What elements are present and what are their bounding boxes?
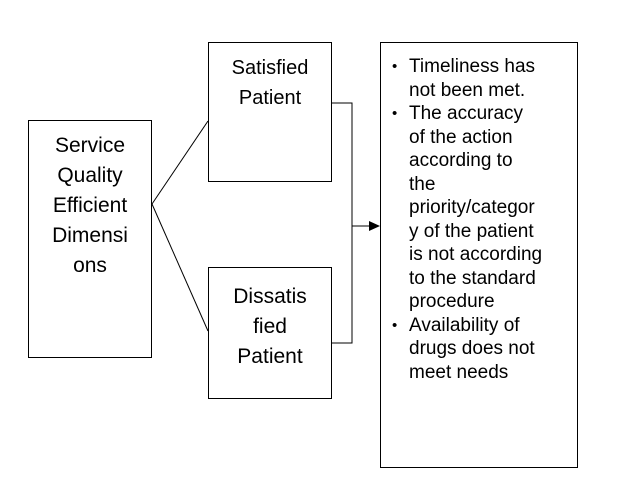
label-line: Dimensi xyxy=(52,224,128,247)
item-line: according to xyxy=(409,150,513,171)
bracket-line-satisfied xyxy=(332,102,353,226)
bullet-icon: • xyxy=(392,316,398,334)
label-line: Patient xyxy=(237,345,303,368)
label-line: Efficient xyxy=(52,194,128,217)
dissatisfied-patient-label: Dissatis fied Patient xyxy=(209,282,331,372)
findings-box: • Timeliness has not been met. • The acc… xyxy=(380,42,578,468)
item-line: y of the patient xyxy=(409,220,534,242)
label-line: Satisfied xyxy=(231,57,309,79)
item-line: procedure xyxy=(409,291,495,312)
item-line: drugs does not xyxy=(409,338,535,359)
bracket-line-dissatisfied xyxy=(332,226,353,344)
item-line: Availability of xyxy=(409,314,520,336)
label-line: fied xyxy=(253,315,287,338)
arrow-head xyxy=(369,221,380,231)
findings-list-item: • The accuracy of the action according t… xyxy=(391,102,542,314)
dissatisfied-patient-box: Dissatis fied Patient xyxy=(208,267,332,399)
item-line: meet needs xyxy=(409,361,509,383)
item-line: not been met. xyxy=(409,79,526,101)
item-line: the xyxy=(409,173,436,195)
item-line: priority/categor xyxy=(409,197,535,218)
label-line: Quality xyxy=(57,164,123,187)
label-line: Service xyxy=(54,134,126,157)
item-line: The accuracy xyxy=(409,103,524,124)
item-line: of the action xyxy=(409,126,513,148)
service-quality-dimensions-label: Service Quality Efficient Dimensi ons xyxy=(29,131,151,281)
item-line: to the standard xyxy=(409,267,536,289)
branch-line-satisfied xyxy=(151,120,209,205)
bullet-icon: • xyxy=(392,105,398,122)
findings-list-item: • Timeliness has not been met. xyxy=(391,55,542,102)
item-line: Timeliness has xyxy=(409,56,536,77)
satisfied-patient-label: Satisfied Patient xyxy=(209,53,331,113)
satisfied-patient-box: Satisfied Patient xyxy=(208,42,332,182)
bullet-icon: • xyxy=(392,58,398,75)
findings-list: • Timeliness has not been met. • The acc… xyxy=(391,55,542,384)
service-quality-dimensions-box: Service Quality Efficient Dimensi ons xyxy=(28,120,152,358)
branch-line-dissatisfied xyxy=(151,203,209,332)
label-line: ons xyxy=(73,254,107,277)
label-line: Patient xyxy=(238,87,302,109)
label-line: Dissatis xyxy=(233,285,307,308)
item-line: is not according xyxy=(409,244,543,265)
findings-list-item: • Availability of drugs does not meet ne… xyxy=(391,314,542,385)
